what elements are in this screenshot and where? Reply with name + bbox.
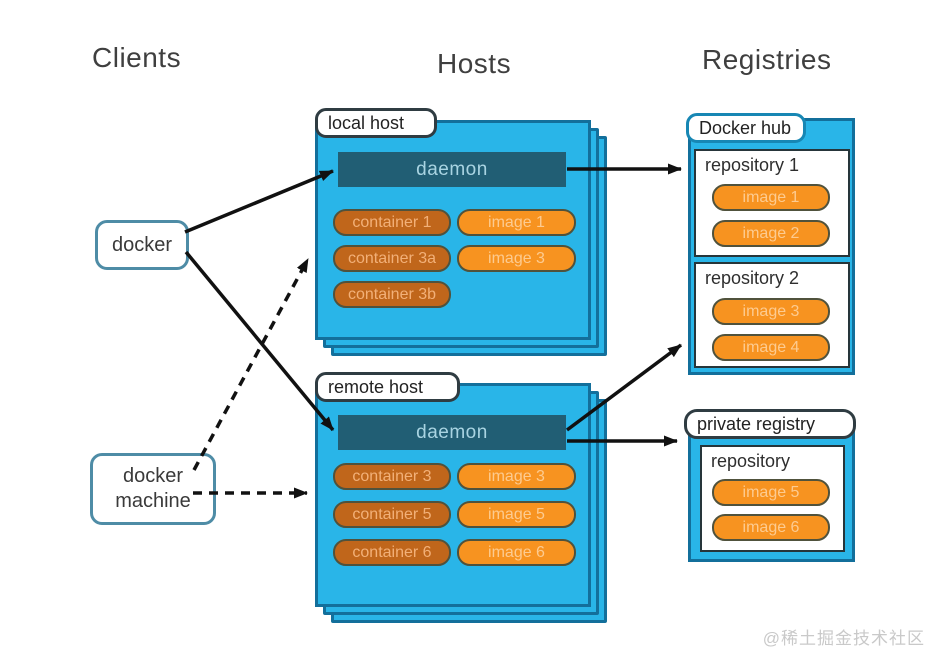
hosts-header: Hosts xyxy=(437,48,512,79)
image-pill: image 4 xyxy=(712,334,830,361)
watermark: @稀土掘金技术社区 xyxy=(762,629,925,648)
remote-host-label: remote host xyxy=(315,372,460,402)
image-pill: image 1 xyxy=(457,209,576,236)
container-pill: container 6 xyxy=(333,539,451,566)
arrow-docker-to-local-daemon xyxy=(184,169,334,234)
image-pill: image 3 xyxy=(712,298,830,325)
remote-daemon-bar: daemon xyxy=(338,415,566,450)
dashed-arrow-docker-machine-to-local-host xyxy=(192,258,310,471)
image-pill: image 3 xyxy=(457,463,576,490)
local-daemon-bar: daemon xyxy=(338,152,566,187)
arrow-docker-to-remote-daemon xyxy=(184,250,335,432)
container-pill: container 3 xyxy=(333,463,451,490)
repository-1-name: repository 1 xyxy=(705,155,800,175)
image-pill: image 6 xyxy=(712,514,830,541)
container-pill: container 3a xyxy=(333,245,451,272)
local-host-label: local host xyxy=(315,108,437,138)
container-pill: container 1 xyxy=(333,209,451,236)
image-pill: image 5 xyxy=(457,501,576,528)
repository-2-name: repository 2 xyxy=(705,268,800,288)
image-pill: image 3 xyxy=(457,245,576,272)
docker-hub-label: Docker hub xyxy=(686,113,806,143)
docker-client-box: docker xyxy=(95,220,189,270)
image-pill: image 1 xyxy=(712,184,830,211)
image-pill: image 5 xyxy=(712,479,830,506)
container-pill: container 3b xyxy=(333,281,451,308)
registries-header: Registries xyxy=(702,44,832,75)
docker-machine-client-box: docker machine xyxy=(90,453,216,525)
private-repository-name: repository xyxy=(711,451,791,471)
clients-header: Clients xyxy=(92,42,182,73)
image-pill: image 6 xyxy=(457,539,576,566)
container-pill: container 5 xyxy=(333,501,451,528)
private-registry-label: private registry xyxy=(684,409,856,439)
image-pill: image 2 xyxy=(712,220,830,247)
